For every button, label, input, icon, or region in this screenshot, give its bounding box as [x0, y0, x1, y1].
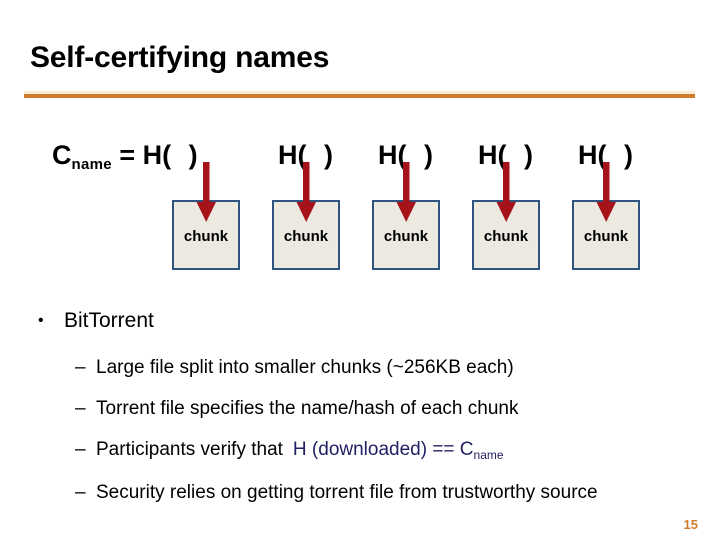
- formula-c: C: [52, 140, 72, 170]
- hash-close-4: ): [516, 140, 533, 170]
- self-certifying-name-formula: Cname = H( ): [52, 140, 198, 173]
- hash-close-5: ): [616, 140, 633, 170]
- hash-call-2: H( ): [278, 140, 333, 171]
- sub-bullet-marker: –: [75, 439, 86, 460]
- sub-bullet-marker: –: [75, 482, 86, 503]
- list-item: – Participants verify that H (downloaded)…: [0, 436, 720, 465]
- chunk-box: chunk: [172, 200, 240, 270]
- formula-subscript-name: name: [71, 156, 112, 173]
- chunk-label: chunk: [483, 228, 529, 245]
- chunk-box: chunk: [372, 200, 440, 270]
- hash-equality-expression: H (downloaded) == Cname: [292, 439, 504, 462]
- list-item: • BitTorrent: [0, 306, 720, 336]
- hash-open-5: H(: [578, 140, 607, 170]
- hash-open-4: H(: [478, 140, 507, 170]
- chunk-box: chunk: [472, 200, 540, 270]
- hash-close-2: ): [316, 140, 333, 170]
- body-bullet-list: • BitTorrent – Large file split into sma…: [0, 306, 720, 506]
- chunk-box: chunk: [272, 200, 340, 270]
- list-item: – Large file split into smaller chunks (…: [0, 354, 720, 381]
- sub-bullet-marker: –: [75, 398, 86, 419]
- list-item-label: Large file split into smaller chunks (~2…: [96, 357, 514, 378]
- hash-call-3: H( ): [378, 140, 433, 171]
- title-rule: [24, 94, 695, 98]
- hash-open-2: H(: [278, 140, 307, 170]
- chunk-label: chunk: [383, 228, 429, 245]
- hash-equality-text: H (downloaded) == C: [292, 439, 474, 460]
- page-number: 15: [683, 517, 698, 532]
- sub-bullet-marker: –: [75, 357, 86, 378]
- hash-chunk-diagram: Cname = H( ) H( ) H( ) H( ) H( ) chunk c…: [0, 132, 720, 282]
- formula-hash-close: ): [181, 140, 198, 170]
- page-title: Self-certifying names: [30, 41, 330, 74]
- list-item: – Torrent file specifies the name/hash o…: [0, 395, 720, 422]
- hash-call-4: H( ): [478, 140, 533, 171]
- chunk-label: chunk: [583, 228, 629, 245]
- chunk-label: chunk: [283, 228, 329, 245]
- chunk-box: chunk: [572, 200, 640, 270]
- formula-hash-open: H(: [142, 140, 172, 170]
- list-item-label: Participants verify that: [96, 439, 283, 460]
- hash-equality-subscript: name: [473, 448, 504, 462]
- bullet-marker: •: [38, 312, 44, 329]
- list-item: – Security relies on getting torrent fil…: [0, 479, 720, 506]
- list-item-label: BitTorrent: [64, 309, 154, 332]
- chunk-label: chunk: [183, 228, 229, 245]
- hash-open-3: H(: [378, 140, 407, 170]
- hash-close-3: ): [416, 140, 433, 170]
- title-rule-highlight: [24, 91, 695, 94]
- hash-call-5: H( ): [578, 140, 633, 171]
- list-item-label: Torrent file specifies the name/hash of …: [96, 398, 519, 419]
- list-item-label: Security relies on getting torrent file …: [96, 482, 598, 503]
- formula-equals: =: [111, 140, 143, 170]
